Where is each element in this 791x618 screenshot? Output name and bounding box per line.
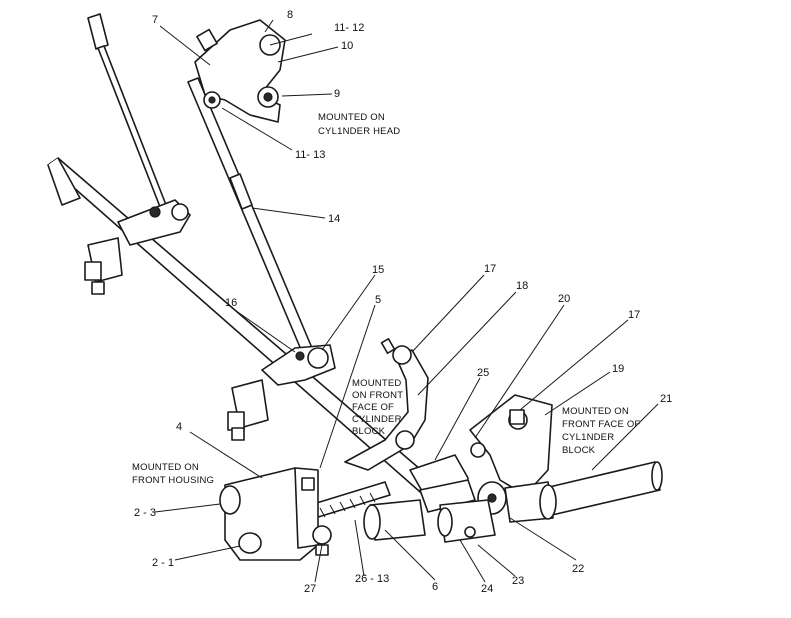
upper-rod bbox=[87, 13, 191, 246]
callout-24: 24 bbox=[481, 583, 493, 595]
callout-9: 9 bbox=[334, 88, 340, 100]
note-front-face-left-5: BLOCK bbox=[352, 426, 386, 437]
callout-7: 7 bbox=[152, 14, 158, 26]
lever-15-16 bbox=[261, 344, 336, 386]
cross-shaft bbox=[47, 157, 471, 521]
callout-17a: 17 bbox=[484, 263, 496, 275]
note-front-face-right-3: CYL1NDER bbox=[562, 432, 614, 443]
bracket-19-20 bbox=[469, 394, 553, 496]
callout-20: 20 bbox=[558, 293, 570, 305]
clevis-23-24 bbox=[363, 499, 496, 543]
callout-18: 18 bbox=[516, 280, 528, 292]
callout-16: 16 bbox=[225, 297, 237, 309]
callout-labels: 8 11- 12 10 7 9 11- 13 14 15 5 16 17 18 … bbox=[134, 9, 672, 595]
callout-19: 19 bbox=[612, 363, 624, 375]
rod-14 bbox=[187, 77, 313, 353]
shaft-bracket-upper bbox=[84, 237, 123, 295]
callout-5: 5 bbox=[375, 294, 381, 306]
note-cylinder-head-1: MOUNTED ON bbox=[318, 112, 385, 123]
callout-27: 27 bbox=[304, 583, 316, 595]
callout-10: 10 bbox=[341, 40, 353, 52]
callout-25: 25 bbox=[477, 367, 489, 379]
mounting-notes: MOUNTED ON CYL1NDER HEAD MOUNTED ON FRON… bbox=[132, 112, 640, 486]
callout-22: 22 bbox=[572, 563, 584, 575]
note-front-face-left-4: CYLINDER bbox=[352, 414, 402, 425]
callout-21: 21 bbox=[660, 393, 672, 405]
housing-4 bbox=[219, 467, 332, 561]
note-front-face-left-2: ON FRONT bbox=[352, 390, 403, 401]
shaft-bracket-lower bbox=[227, 379, 269, 441]
callout-14: 14 bbox=[328, 213, 340, 225]
callout-26-13: 26 - 13 bbox=[355, 573, 389, 585]
callout-8: 8 bbox=[287, 9, 293, 21]
callout-2-1: 2 - 1 bbox=[152, 557, 174, 569]
note-front-face-left-3: FACE OF bbox=[352, 402, 394, 413]
callout-17b: 17 bbox=[628, 309, 640, 321]
callout-2-3: 2 - 3 bbox=[134, 507, 156, 519]
callout-11-12: 11- 12 bbox=[334, 22, 364, 34]
callout-4: 4 bbox=[176, 421, 182, 433]
note-front-housing-2: FRONT HOUSING bbox=[132, 475, 214, 486]
note-front-face-right-1: MOUNTED ON bbox=[562, 406, 629, 417]
lever-22-25 bbox=[409, 454, 557, 523]
note-front-housing-1: MOUNTED ON bbox=[132, 462, 199, 473]
leader-lines bbox=[154, 19, 659, 583]
note-front-face-left-1: MOUNTED bbox=[352, 378, 401, 389]
callout-6: 6 bbox=[432, 581, 438, 593]
shaft-21 bbox=[544, 461, 663, 516]
cylinder-head-linkage bbox=[194, 19, 286, 123]
bracket-18 bbox=[344, 338, 429, 471]
callout-11-13: 11- 13 bbox=[295, 149, 325, 161]
note-cylinder-head-2: CYL1NDER HEAD bbox=[318, 126, 400, 137]
callout-23: 23 bbox=[512, 575, 524, 587]
note-front-face-right-2: FRONT FACE OF bbox=[562, 419, 640, 430]
callout-15: 15 bbox=[372, 264, 384, 276]
note-front-face-right-4: BLOCK bbox=[562, 445, 596, 456]
